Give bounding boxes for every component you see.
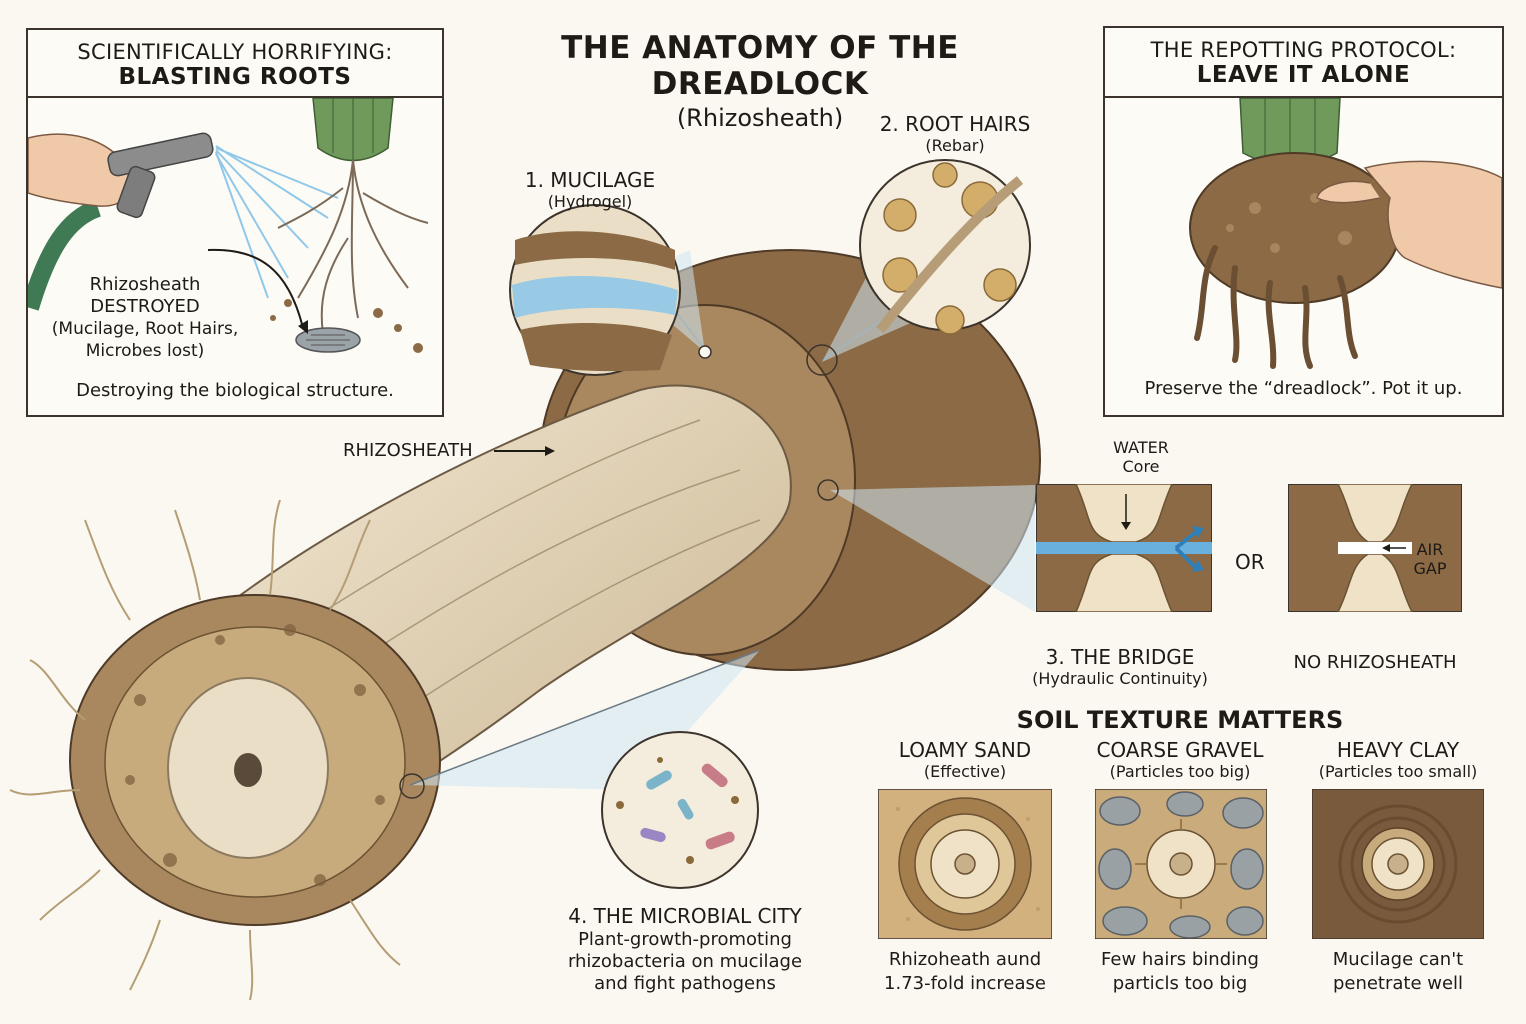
callout-arrow [207,248,304,329]
root-core [234,753,262,787]
soil-clay-cap2: penetrate well [1332,973,1464,994]
soil-gravel-cap2: particls too big [1112,973,1248,994]
soil-loamy-name: LOAMY SAND [898,738,1032,762]
bridge-no-rhizosheath [1288,484,1462,612]
soil-gravel-note: (Particles too big) [1109,762,1251,781]
root-hairs [9,499,401,1001]
rhizosheath-label: RHIZOSHEATH [343,440,473,461]
soil-clay-name: HEAVY CLAY [1336,738,1460,762]
repotting-heading-line2: LEAVE IT ALONE [1196,62,1411,88]
repotting-panel: THE REPOTTING PROTOCOL: LEAVE IT ALONE P… [1103,26,1504,417]
destroyed-callout-line2: DESTROYED [90,296,200,317]
soil-gravel-sample [1095,789,1267,939]
root-hairs-title: 2. ROOT HAIRS [879,112,1031,136]
microbial-line1: Plant-growth-promoting [578,929,792,950]
hand [1363,160,1502,289]
repotting-caption: Preserve the “dreadlock”. Pot it up. [1144,378,1463,399]
mucilage-sub: (Hydrogel) [547,192,633,211]
gap-label: GAP [1413,559,1447,578]
air-label: AIR [1416,540,1444,559]
destroyed-callout-line3: (Mucilage, Root Hairs, [51,319,239,339]
no-rhizosheath-label: NO RHIZOSHEATH [1293,652,1457,673]
page-title: THE ANATOMY OF THE DREADLOCK [561,30,959,102]
destroyed-callout-line1: Rhizosheath [89,274,201,295]
microbial-magnifier [601,731,759,889]
microbial-line2: rhizobacteria on mucilage [567,951,803,972]
core-label: Core [1122,457,1160,476]
destroyed-callout-line4: Microbes lost) [85,341,205,361]
soil-loamy-sample [878,789,1052,939]
soil-loamy-cap2: 1.73-fold increase [884,973,1046,994]
bacteria-icons [616,757,739,864]
water-label: WATER [1113,438,1169,457]
soil-clay-cap1: Mucilage can't [1332,949,1464,970]
soil-loamy-note: (Effective) [923,762,1007,781]
bridge-sub: (Hydraulic Continuity) [1032,669,1208,688]
soil-gravel-cap1: Few hairs binding [1101,949,1259,970]
or-label: OR [1235,550,1265,574]
microbial-line3: and fight pathogens [594,973,776,994]
root-ball-illustration [1189,98,1502,369]
blasting-roots-panel: SCIENTIFICALLY HORRIFYING: BLASTING ROOT… [26,28,444,417]
garden-hose [28,199,102,311]
soil-loamy-cap1: Rhizoheath aund [888,949,1042,970]
water-spray [215,145,339,299]
hose-nozzle [107,132,214,177]
microbial-title: 4. THE MICROBIAL CITY [568,904,802,928]
soil-clay-note: (Particles too small) [1318,762,1478,781]
bare-roots [277,159,429,334]
repotting-heading-line1: THE REPOTTING PROTOCOL: [1150,38,1457,62]
bridge-title: 3. THE BRIDGE [1045,645,1195,669]
hanging-roots [1194,245,1358,369]
hose-illustration [28,98,429,353]
falling-soil [270,299,423,353]
root-hairs-sub: (Rebar) [925,136,985,155]
blasting-heading-line1: SCIENTIFICALLY HORRIFYING: [77,40,393,64]
soil-heading: SOIL TEXTURE MATTERS [1016,706,1344,734]
bridge-with-rhizosheath [1036,484,1212,612]
blasting-heading-line2: BLASTING ROOTS [118,64,352,90]
soil-gravel-name: COARSE GRAVEL [1096,738,1264,762]
page-subtitle: (Rhizosheath) [676,104,844,132]
mucilage-title: 1. MUCILAGE [524,168,656,192]
soil-clay-sample [1312,789,1484,939]
blasting-caption: Destroying the biological structure. [76,380,394,401]
